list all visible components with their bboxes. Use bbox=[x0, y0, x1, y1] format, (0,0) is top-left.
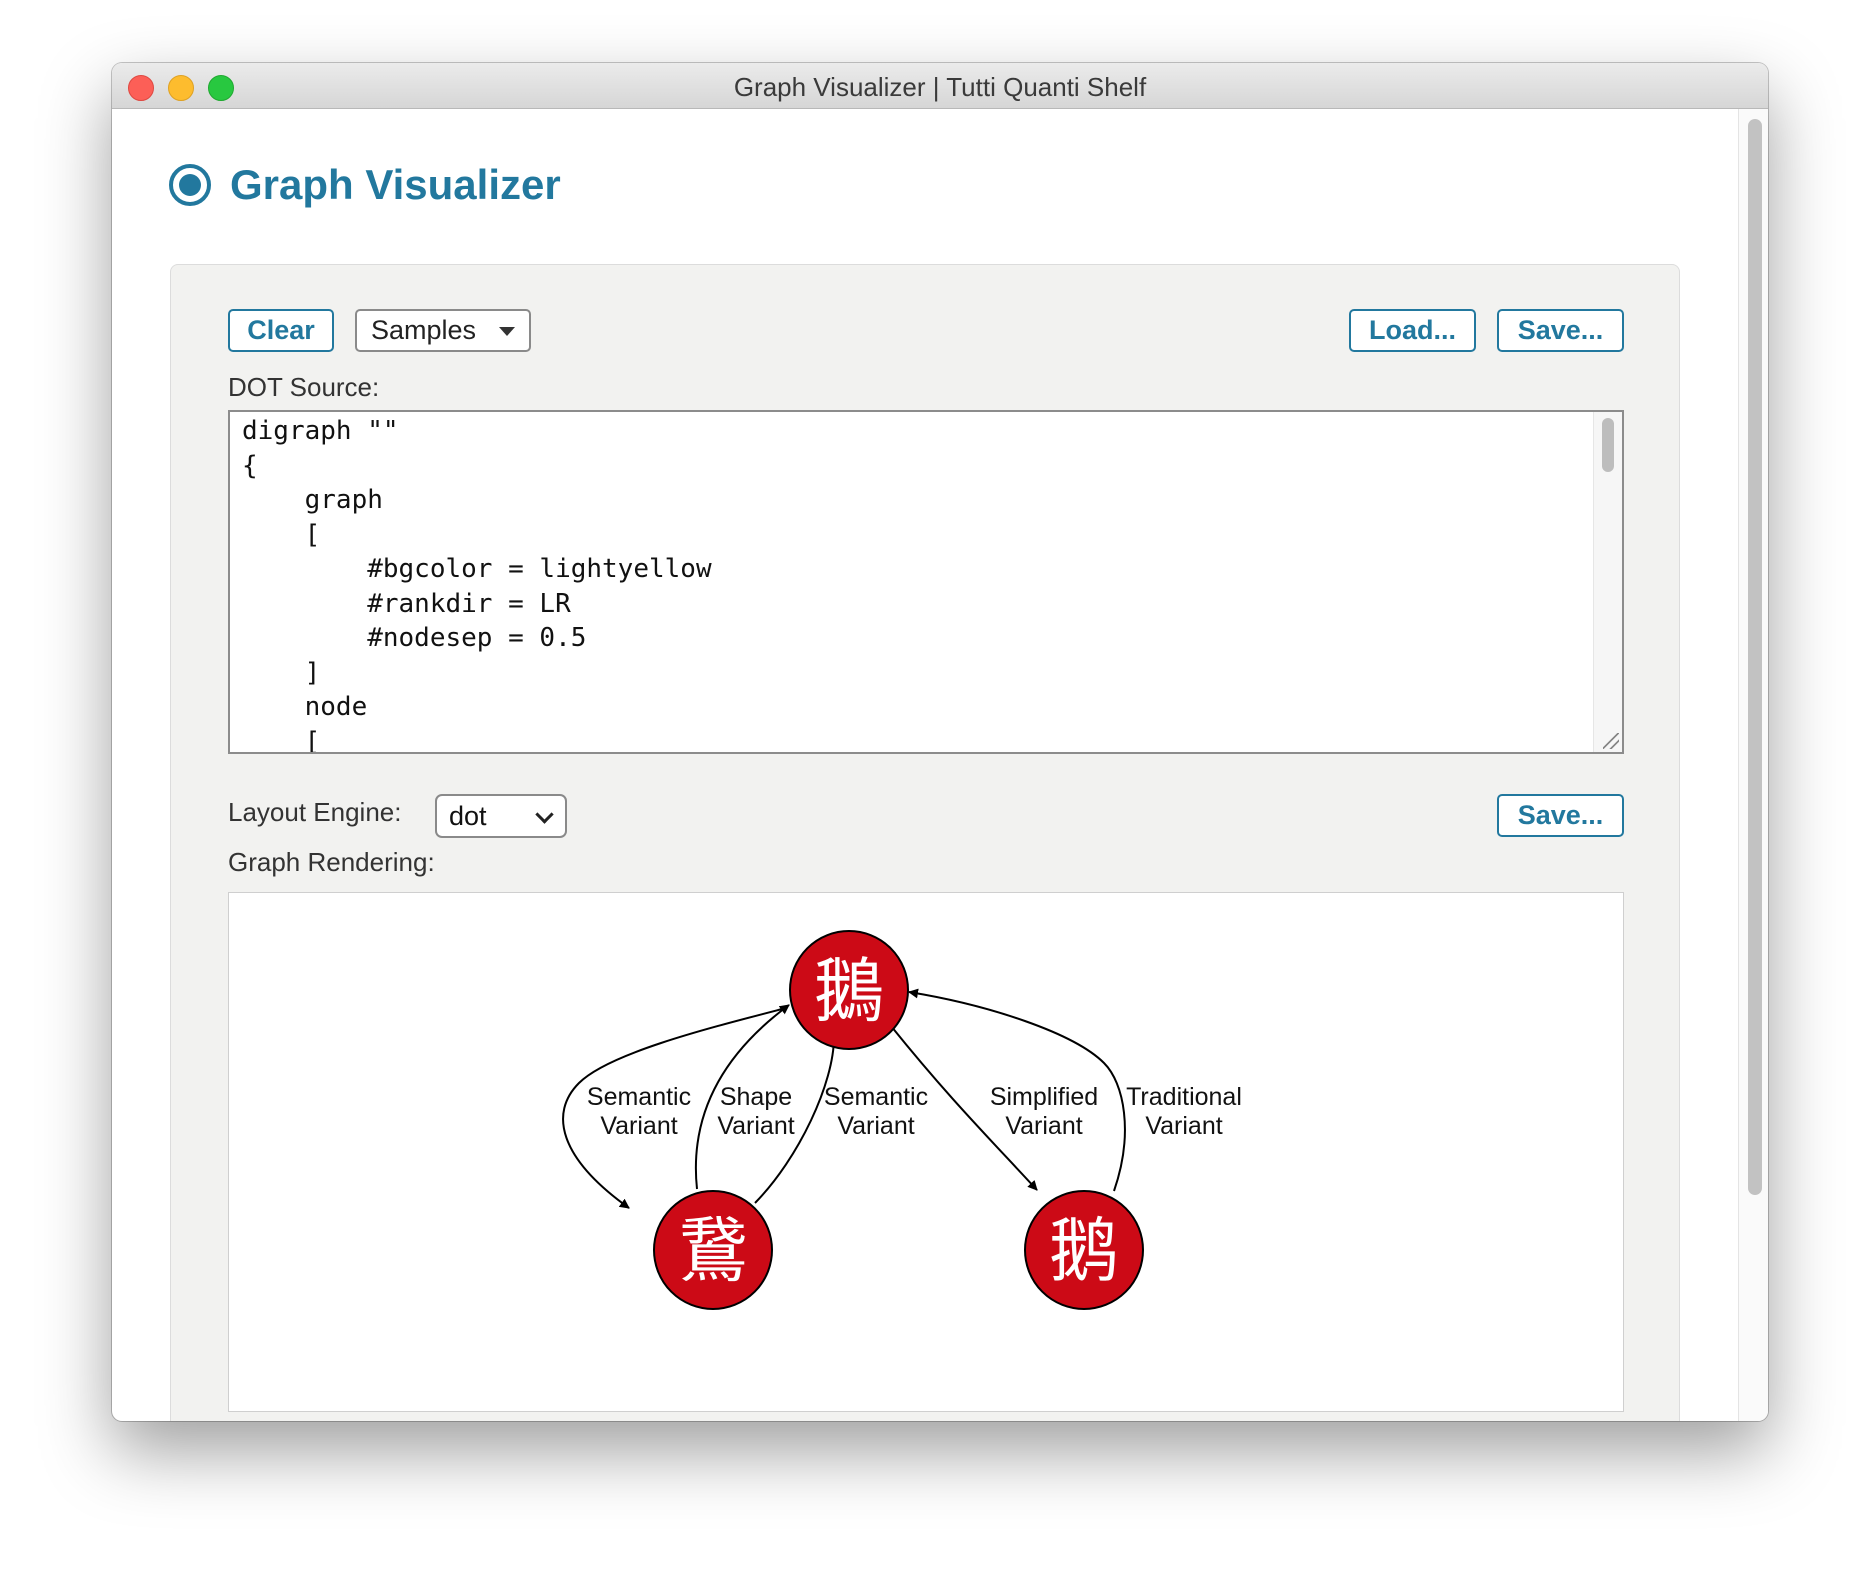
graph-edge-a-b bbox=[562, 1007, 787, 1209]
layout-engine-label: Layout Engine: bbox=[228, 797, 402, 827]
title-bar: Graph Visualizer | Tutti Quanti Shelf bbox=[112, 63, 1768, 109]
resize-grip-icon[interactable] bbox=[1603, 733, 1619, 749]
window-title: Graph Visualizer | Tutti Quanti Shelf bbox=[733, 72, 1147, 102]
graph-rendering-label: Graph Rendering: bbox=[228, 847, 435, 877]
dot-source-code[interactable]: digraph "" { graph [ #bgcolor = lightyel… bbox=[242, 416, 712, 754]
samples-label: Samples bbox=[371, 315, 477, 345]
nodes-layer: 鵝鵞 鹅 bbox=[653, 930, 1144, 1310]
layout-engine-select[interactable]: dot bbox=[435, 794, 567, 838]
close-window-button[interactable] bbox=[128, 75, 154, 101]
editor-scroll-thumb[interactable] bbox=[1602, 418, 1614, 472]
graph-node-circle bbox=[789, 930, 909, 1050]
graph-edge-c-a bbox=[908, 988, 1126, 1192]
app-window: Graph Visualizer | Tutti Quanti Shelf Gr… bbox=[112, 63, 1768, 1421]
edges-layer bbox=[562, 988, 1126, 1209]
graph-edge-a-c bbox=[890, 1025, 1038, 1191]
window-scroll-thumb[interactable] bbox=[1748, 119, 1762, 1195]
main-panel: Clear Samples Load... Save... DOT Source… bbox=[170, 264, 1680, 1421]
graph-node: 鵝 bbox=[789, 930, 909, 1050]
graph-node-label: 鹅 bbox=[1049, 1210, 1119, 1292]
save-source-button[interactable]: Save... bbox=[1497, 309, 1624, 352]
caret-down-icon bbox=[499, 327, 515, 336]
graph-node: 鹅 bbox=[1024, 1190, 1144, 1310]
dot-source-label: DOT Source: bbox=[228, 372, 380, 402]
graph-edge-b-a bbox=[754, 1036, 839, 1204]
window-scrollbar[interactable] bbox=[1738, 109, 1768, 1421]
editor-scrollbar[interactable] bbox=[1593, 412, 1622, 752]
graph-node-label: 鵞 bbox=[678, 1210, 748, 1292]
graph-edge-b-a bbox=[694, 1004, 790, 1190]
clear-button[interactable]: Clear bbox=[228, 309, 334, 352]
chevron-down-icon bbox=[535, 805, 554, 824]
minimize-window-button[interactable] bbox=[168, 75, 194, 101]
dot-source-editor[interactable]: digraph "" { graph [ #bgcolor = lightyel… bbox=[228, 410, 1624, 754]
load-button[interactable]: Load... bbox=[1349, 309, 1476, 352]
radio-target-icon bbox=[169, 164, 211, 206]
layout-engine-value: dot bbox=[449, 801, 487, 831]
graph-node-circle bbox=[1024, 1190, 1144, 1310]
page-title: Graph Visualizer bbox=[230, 161, 561, 208]
zoom-window-button[interactable] bbox=[208, 75, 234, 101]
samples-dropdown[interactable]: Samples bbox=[355, 309, 531, 352]
graph-node-circle bbox=[653, 1190, 773, 1310]
graph-node: 鵞 bbox=[653, 1190, 773, 1310]
graph-node-label: 鵝 bbox=[814, 950, 884, 1032]
save-graph-button[interactable]: Save... bbox=[1497, 794, 1624, 837]
